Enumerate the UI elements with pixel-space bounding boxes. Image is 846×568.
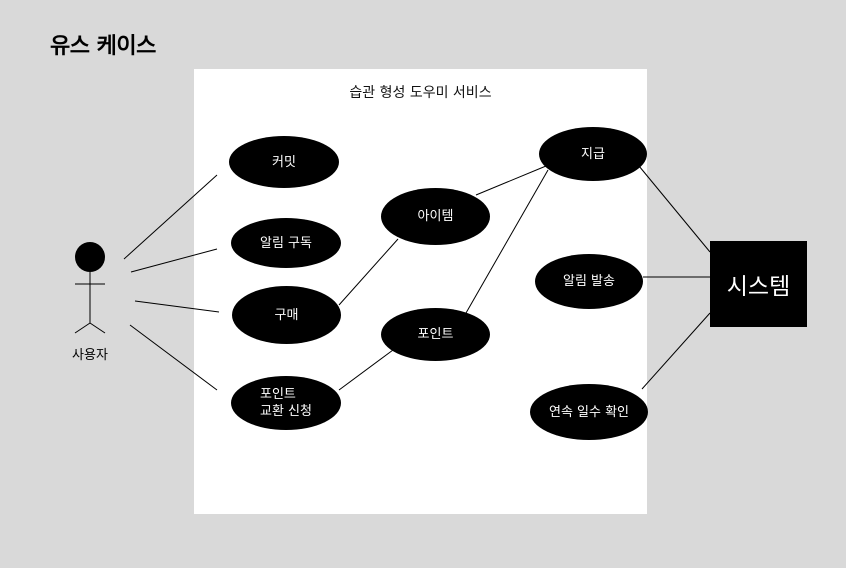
usecase-item-label: 아이템 [417, 209, 454, 224]
usecase-point-exchange[interactable]: 포인트 교환 신청 [231, 376, 341, 430]
usecase-commit-label: 커밋 [272, 154, 296, 170]
usecase-notification-subscribe[interactable]: 알림 구독 [231, 218, 341, 268]
usecase-purchase[interactable]: 구매 [232, 286, 341, 344]
stick-figure-icon [74, 242, 106, 334]
link-item-grant [475, 165, 547, 196]
usecase-streak-check-label: 연속 일수 확인 [548, 404, 630, 420]
usecase-grant-label: 지급 [581, 146, 605, 162]
usecase-notification-subscribe-label: 알림 구독 [260, 235, 312, 251]
link-user-exchange [129, 324, 218, 391]
page-title: 유스 케이스 [50, 34, 156, 59]
usecase-item[interactable]: 아이템 [381, 188, 490, 245]
user-actor-label: 사용자 [72, 348, 108, 363]
usecase-notification-send-label: 알림 발송 [563, 274, 615, 289]
link-exchange-point [338, 349, 394, 391]
link-purchase-item [338, 238, 399, 306]
usecase-commit[interactable]: 커밋 [229, 136, 339, 188]
link-point-grant [465, 169, 549, 314]
link-user-commit [123, 174, 218, 260]
link-user-purchase [134, 300, 220, 313]
link-user-subscribe [130, 248, 218, 273]
usecase-point[interactable]: 포인트 [381, 308, 490, 361]
link-grant-system [638, 165, 711, 253]
usecase-streak-check[interactable]: 연속 일수 확인 [530, 384, 648, 440]
link-streak-system [641, 312, 711, 390]
usecase-purchase-label: 구매 [274, 307, 299, 323]
usecase-grant[interactable]: 지급 [539, 127, 647, 181]
usecase-notification-send[interactable]: 알림 발송 [535, 254, 643, 309]
usecase-point-exchange-label: 포인트 교환 신청 [260, 387, 312, 419]
usecase-point-label: 포인트 [417, 327, 454, 342]
user-actor[interactable]: 사용자 [60, 240, 120, 365]
system-actor[interactable]: 시스템 [710, 241, 807, 327]
system-actor-label: 시스템 [726, 274, 791, 300]
system-boundary-label: 습관 형성 도우미 서비스 [349, 85, 492, 101]
